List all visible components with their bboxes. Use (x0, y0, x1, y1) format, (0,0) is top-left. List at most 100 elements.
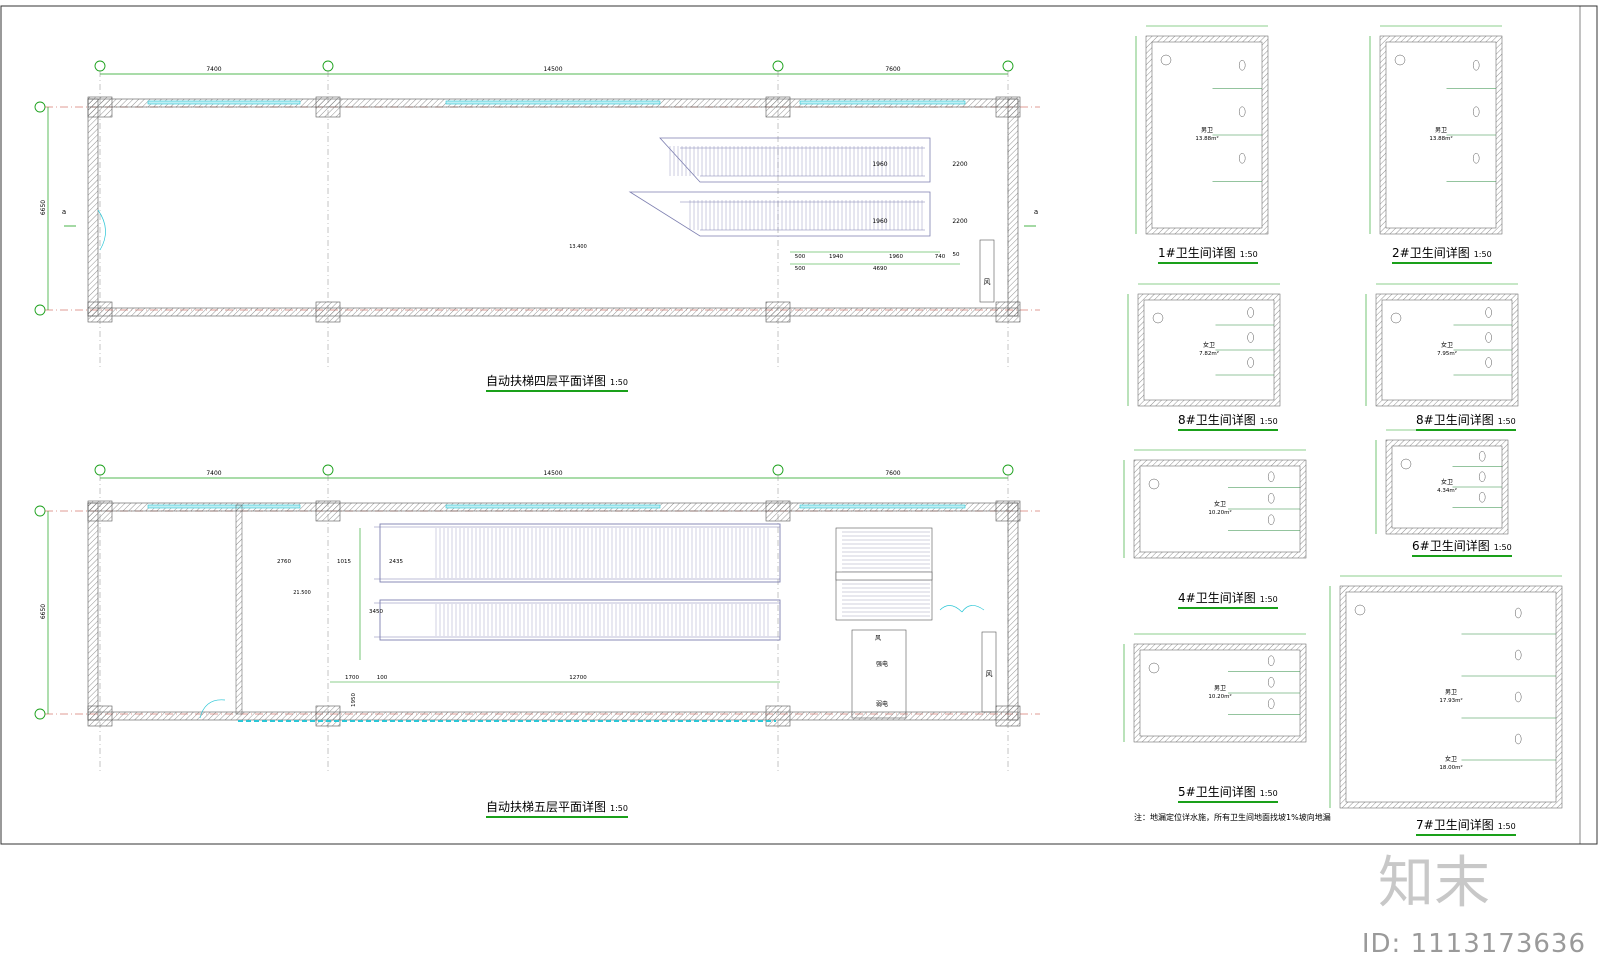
grid-bubble (94, 464, 106, 476)
room-name: 女卫 (1203, 341, 1215, 349)
span-dim: 7400 (206, 470, 221, 477)
dim-label: 2200 (952, 161, 967, 168)
wc-fixture (1485, 307, 1492, 318)
wc-fixture (1267, 493, 1275, 504)
room-label: 弱电 (876, 700, 888, 708)
column (765, 500, 791, 522)
column (87, 705, 113, 727)
window-strip (799, 100, 966, 105)
column (765, 96, 791, 118)
wc-fixture (1267, 514, 1275, 525)
right-wall (1007, 98, 1019, 317)
wc-fixture (1238, 60, 1246, 71)
dim-label: 2200 (952, 218, 967, 225)
column (315, 705, 341, 727)
wc-fixture (1485, 332, 1492, 343)
room-label: 风 (986, 670, 993, 678)
wc-fixture (1478, 471, 1486, 482)
wc-fixture (1238, 153, 1246, 164)
dim-label: 1960 (889, 254, 903, 260)
room-area: 17.93m² (1439, 697, 1462, 704)
room-name: 男卫 (1435, 127, 1447, 134)
escalator-outline (659, 137, 931, 183)
grid-bubble (34, 708, 46, 720)
grid-bubble (34, 505, 46, 517)
dim-label: 2760 (277, 559, 291, 565)
wc-fixture (1247, 357, 1254, 368)
level-mark: 21.500 (293, 590, 311, 596)
column (315, 96, 341, 118)
wc-fixture (1478, 451, 1486, 462)
grid-bubble (34, 101, 46, 113)
wc-fixture (1267, 655, 1275, 666)
escalator-outline (379, 523, 781, 583)
room-area: 18.00m² (1439, 764, 1462, 771)
span-dim: 7400 (206, 66, 221, 73)
grid-bubble (772, 464, 784, 476)
dim-label: 1015 (337, 559, 351, 565)
window-strip (147, 504, 301, 509)
dim-label: 1950 (351, 693, 357, 707)
column (995, 301, 1021, 323)
column (87, 500, 113, 522)
column (87, 96, 113, 118)
door-swing (97, 209, 106, 251)
room-name: 男卫 (1445, 689, 1457, 696)
wc-fixture (1247, 307, 1254, 318)
window-strip (445, 100, 661, 105)
span-dim: 7600 (885, 470, 900, 477)
grid-bubble (1002, 60, 1014, 72)
room-label: 强电 (876, 660, 888, 668)
washbasin (1148, 662, 1160, 674)
grid-bubble (34, 304, 46, 316)
column (995, 705, 1021, 727)
column (765, 301, 791, 323)
room-area: 10.20m² (1208, 509, 1231, 516)
grid-bubble (1002, 464, 1014, 476)
washbasin (1390, 312, 1402, 324)
room-area: 4.34m² (1437, 487, 1457, 494)
wc-fixture (1247, 332, 1254, 343)
room-area: 7.95m² (1437, 350, 1457, 357)
wc-fixture (1514, 691, 1522, 703)
wc-fixture (1267, 471, 1275, 482)
span-dim: 14500 (543, 470, 562, 477)
right-wall (1007, 502, 1019, 721)
stair-landing (835, 571, 933, 581)
wc-fixture (1485, 357, 1492, 368)
washbasin (1400, 458, 1412, 470)
room-area: 13.88m² (1195, 135, 1218, 142)
room-name: 女卫 (1214, 500, 1226, 508)
room-name: 女卫 (1445, 755, 1457, 763)
wc-fixture (1472, 153, 1480, 164)
washbasin (1354, 604, 1366, 616)
room-area: 10.20m² (1208, 693, 1231, 700)
window-strip (147, 100, 301, 105)
column (87, 301, 113, 323)
grid-bubble (772, 60, 784, 72)
grid-bubble (322, 60, 334, 72)
wc-fixture (1267, 677, 1275, 688)
room-name: 女卫 (1441, 341, 1453, 349)
room-label: 风 (875, 635, 881, 642)
dim-label: 2435 (389, 559, 403, 565)
wc-fixture (1514, 607, 1522, 619)
room-label: 风 (984, 278, 991, 286)
dim-label: 500 (795, 254, 806, 260)
inner-wall (235, 504, 243, 715)
shaft (979, 239, 995, 303)
dim-label: 50 (953, 252, 960, 258)
shaft (981, 631, 997, 713)
depth-dim: 6650 (40, 200, 47, 215)
